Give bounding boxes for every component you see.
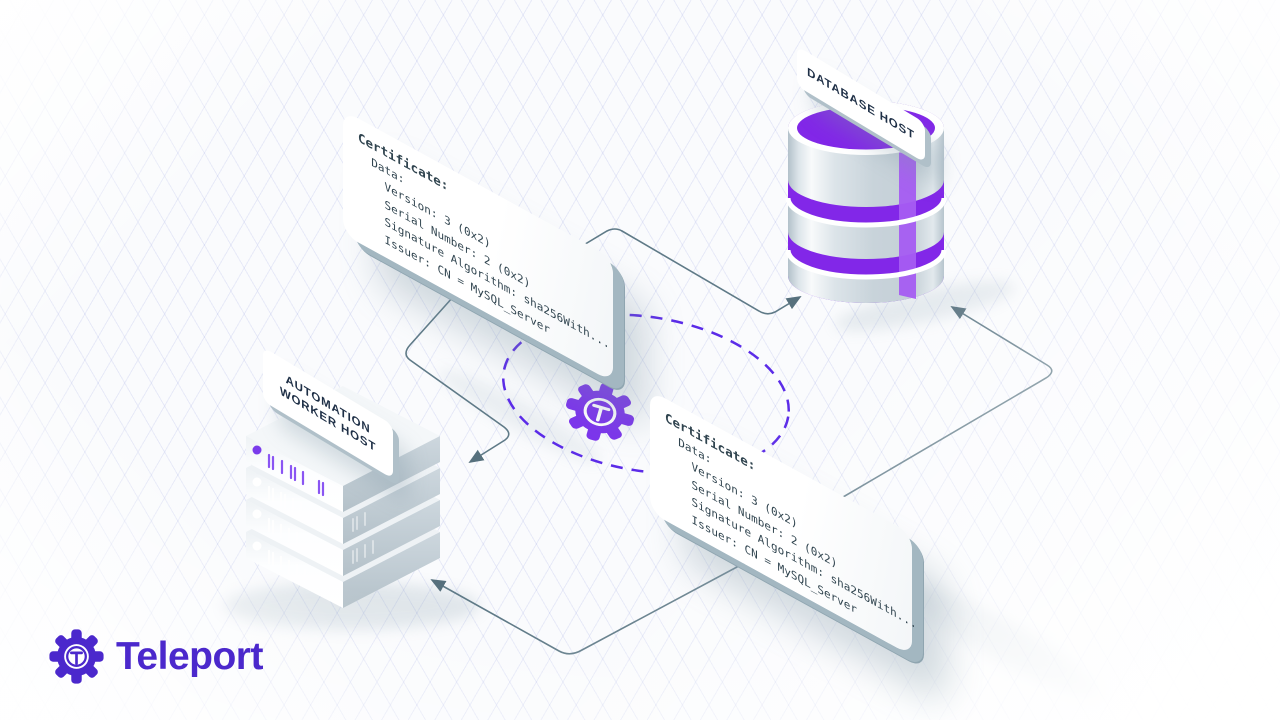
connector-rightcert-to-worker <box>430 559 751 655</box>
connector-rightcert-to-database <box>837 306 1053 501</box>
teleport-logo-icon <box>49 629 104 684</box>
teleport-wordmark: Teleport <box>116 634 263 678</box>
teleport-logo: Teleport <box>48 628 263 685</box>
